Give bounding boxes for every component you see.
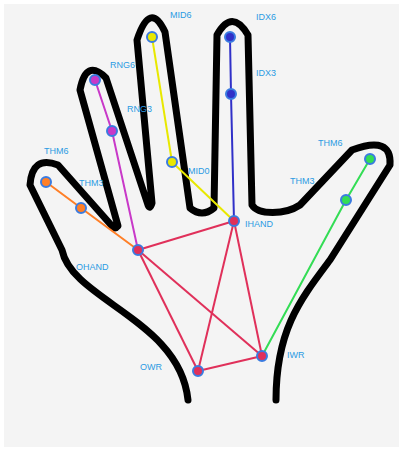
keypoint-label: RNG3: [127, 104, 152, 114]
keypoint: [341, 195, 351, 205]
keypoint: [90, 75, 100, 85]
keypoint: [226, 89, 236, 99]
hand-outline: [30, 18, 390, 400]
keypoint: [76, 203, 86, 213]
keypoint: [133, 245, 143, 255]
skeleton-lines: [46, 37, 370, 371]
index-line: [230, 37, 234, 221]
keypoint: [257, 351, 267, 361]
keypoint-label: IDX3: [256, 68, 276, 78]
keypoint: [229, 216, 239, 226]
keypoint-label: IWR: [287, 350, 305, 360]
pinky-line: [46, 182, 138, 250]
palm-line: [138, 221, 234, 250]
keypoint: [167, 157, 177, 167]
keypoint-label: MID0: [188, 166, 210, 176]
keypoint-label: THM6: [318, 138, 343, 148]
keypoint-label: IDX6: [256, 12, 276, 22]
keypoint-label: OWR: [140, 362, 162, 372]
keypoint-label: MID6: [170, 10, 192, 20]
thumb-line: [262, 159, 370, 356]
keypoint: [107, 126, 117, 136]
keypoint-label: THM3: [290, 176, 315, 186]
palm-lines: [138, 221, 262, 371]
keypoint-label: THM3: [79, 178, 104, 188]
keypoint-label: THM6: [44, 146, 69, 156]
keypoint: [41, 177, 51, 187]
keypoint-label: OHAND: [76, 262, 109, 272]
palm-line: [198, 356, 262, 371]
panel-ground: [4, 4, 399, 447]
keypoint: [365, 154, 375, 164]
keypoint-label: IHAND: [245, 219, 273, 229]
palm-line: [198, 221, 234, 371]
palm-line: [138, 250, 198, 371]
keypoint-label: RNG6: [110, 60, 135, 70]
keypoint: [225, 32, 235, 42]
keypoint: [147, 32, 157, 42]
middle-line: [152, 37, 234, 221]
keypoints: [41, 32, 375, 376]
palm-line: [234, 221, 262, 356]
keypoint: [193, 366, 203, 376]
